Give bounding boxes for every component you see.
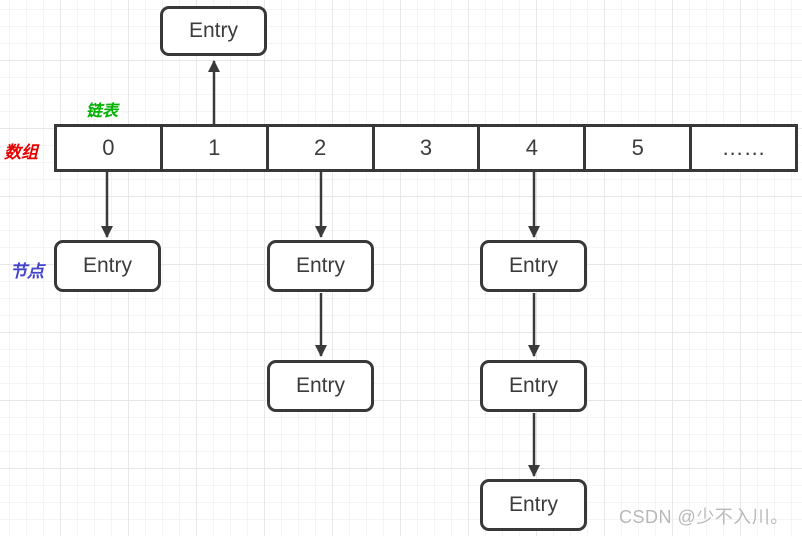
entry-node-label: Entry: [188, 19, 238, 42]
label-linked-list: 链表: [86, 103, 119, 120]
array-cell-3: 3: [375, 127, 481, 169]
entry-node-label: Entry: [295, 374, 345, 397]
array-cell-ellipsis: ……: [721, 135, 766, 160]
array-cell-5: 5: [586, 127, 693, 169]
label-node: 节点: [10, 262, 44, 281]
entry-node-top: Entry: [160, 6, 267, 56]
watermark-csdn: CSDN @少不入川。: [619, 507, 789, 527]
array-cell-4: 4: [480, 127, 587, 169]
entry-node-label: Entry: [508, 374, 558, 397]
array-row: 0 1 2 3 4 5 ……: [54, 124, 798, 172]
entry-node-bucket4-3: Entry: [480, 479, 587, 531]
array-cell-1: 1: [163, 127, 269, 169]
entry-node-bucket2-2: Entry: [267, 360, 374, 412]
entry-node-bucket4-2: Entry: [480, 360, 587, 412]
entry-node-bucket4-1: Entry: [480, 240, 587, 292]
entry-node-label: Entry: [295, 254, 345, 277]
entry-node-label: Entry: [508, 493, 558, 516]
array-cell-2: 2: [269, 127, 375, 169]
entry-node-bucket2-1: Entry: [267, 240, 374, 292]
entry-node-label: Entry: [508, 254, 558, 277]
entry-node-label: Entry: [82, 254, 132, 277]
array-cell-0: 0: [57, 127, 163, 169]
label-array: 数组: [4, 143, 38, 162]
entry-node-bucket0-1: Entry: [54, 240, 161, 292]
